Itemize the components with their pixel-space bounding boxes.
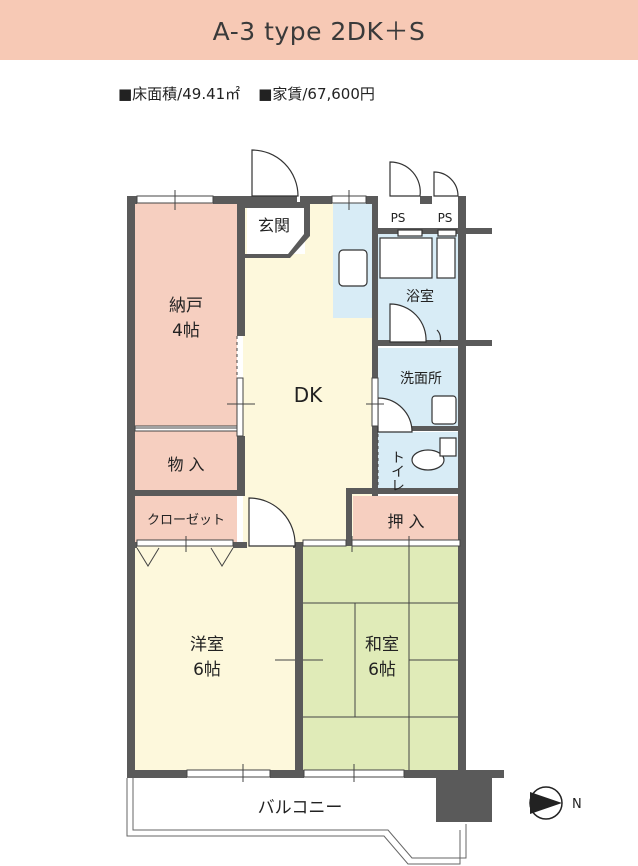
sliding-doors xyxy=(134,336,461,567)
ps-label-2: PS xyxy=(438,211,453,225)
closet-fill xyxy=(135,496,237,542)
small-closet-fill xyxy=(135,430,237,490)
toilet-label: トイレ xyxy=(389,450,405,492)
wash-basin xyxy=(431,395,457,425)
entrance-label: 玄関 xyxy=(258,216,290,235)
front-door xyxy=(251,149,299,197)
oshiire-fill xyxy=(353,496,461,542)
ps-box-2 xyxy=(437,229,457,237)
info-line: ■床面積/49.41㎡ ■家賃/67,600円 xyxy=(118,81,375,105)
storage-size: 4帖 xyxy=(172,321,200,341)
small-closet-label: 物 入 xyxy=(167,455,204,474)
floor-area: ■床面積/49.41㎡ xyxy=(118,84,241,103)
oshiire-label: 押 入 xyxy=(387,512,424,531)
bath-label: 浴室 xyxy=(406,288,434,305)
rent: ■家賃/67,600円 xyxy=(258,84,375,103)
bath-shelf xyxy=(436,237,456,279)
doors xyxy=(248,149,459,547)
western-size: 6帖 xyxy=(193,660,221,680)
washroom-label: 洗面所 xyxy=(400,371,442,387)
windows xyxy=(136,190,405,782)
toilet-bowl xyxy=(411,449,445,471)
western-room-fill xyxy=(135,542,297,770)
toilet-tank xyxy=(439,437,457,457)
north-compass xyxy=(529,786,563,820)
storage-room-fill xyxy=(135,202,237,430)
storage-label: 納戸 xyxy=(169,296,203,316)
walls xyxy=(127,196,504,822)
japanese-label: 和室 xyxy=(365,635,399,655)
ps-door-2 xyxy=(433,171,459,197)
ps-door-1 xyxy=(389,161,421,197)
north-label: N xyxy=(572,797,582,812)
closet-label: クローゼット xyxy=(147,513,225,528)
wash-door xyxy=(377,397,413,433)
balcony-label: バルコニー xyxy=(258,798,343,818)
balcony-outline xyxy=(126,778,467,865)
header-bar: A-3 type 2DK＋S xyxy=(0,0,638,60)
plan-title: A-3 type 2DK＋S xyxy=(212,17,426,46)
bathtub xyxy=(379,237,433,279)
japanese-room-fill xyxy=(303,542,461,770)
western-door xyxy=(248,497,296,547)
ps-label-1: PS xyxy=(391,211,406,225)
kitchen-sink xyxy=(338,249,368,287)
japanese-size: 6帖 xyxy=(368,660,396,680)
ps-box-1 xyxy=(397,229,423,237)
bath-door xyxy=(389,303,427,343)
fixtures xyxy=(338,229,457,471)
western-label: 洋室 xyxy=(190,635,224,655)
dk-label: DK xyxy=(294,383,323,407)
entrance-wall xyxy=(243,202,310,258)
